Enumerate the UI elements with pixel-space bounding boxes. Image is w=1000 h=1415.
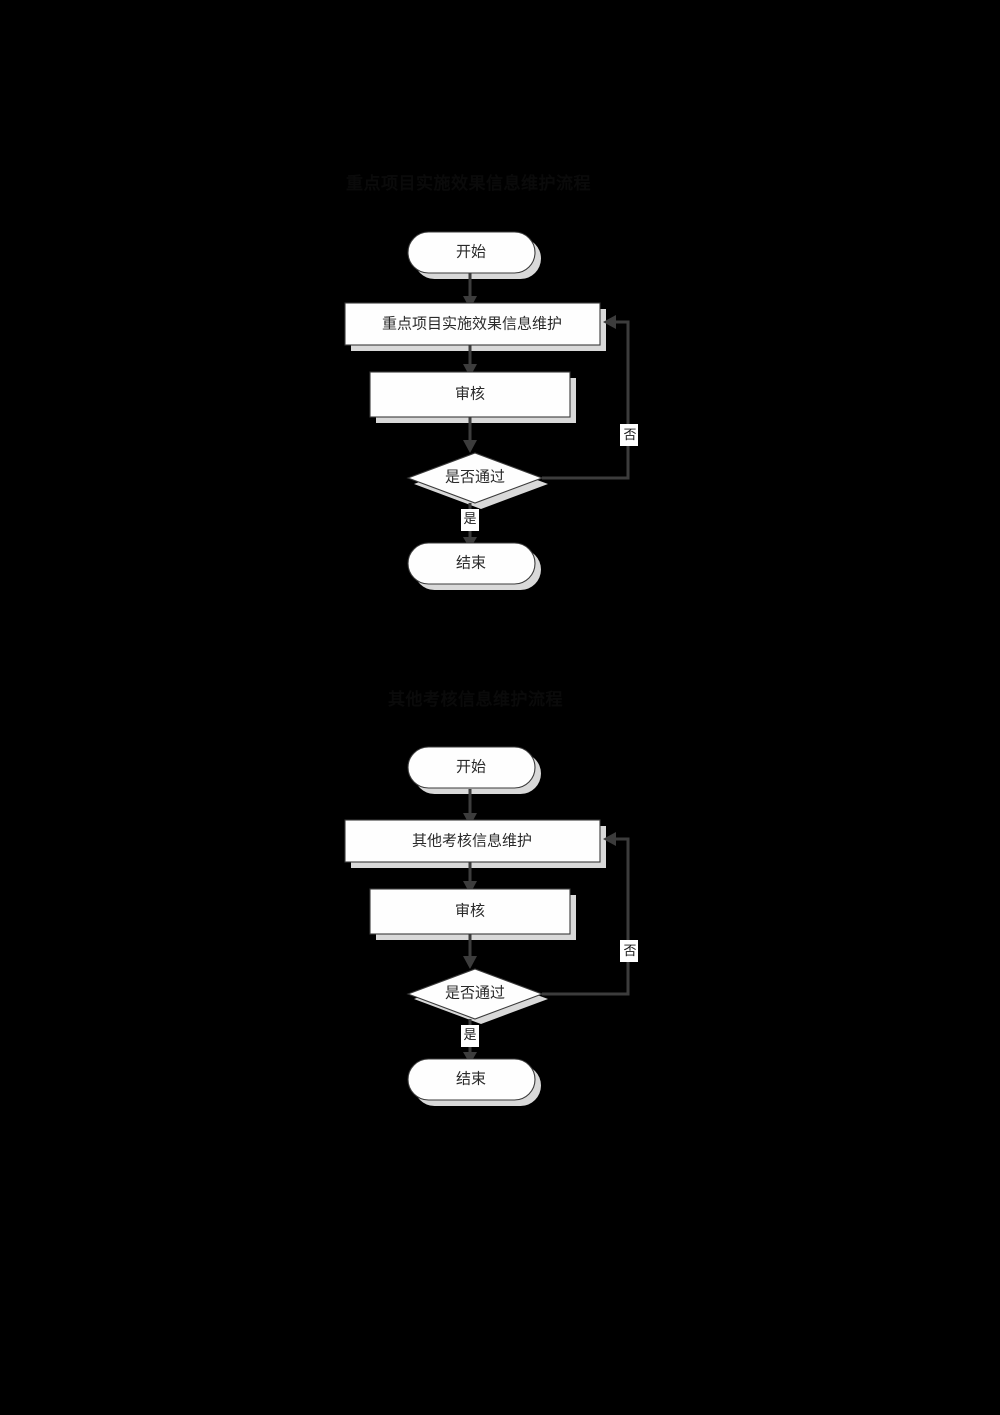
start-node-label-1: 开始	[456, 243, 486, 260]
decision-node-2[interactable]	[406, 968, 544, 1020]
review-node-1[interactable]	[369, 371, 571, 418]
process-node-label-1: 重点项目实施效果信息维护	[382, 315, 562, 332]
no-label-backdrop-1	[620, 424, 638, 446]
edge-label-no-1: 否	[623, 427, 636, 442]
no-label-backdrop-2	[620, 940, 638, 962]
process-node-1[interactable]	[344, 302, 601, 346]
arrowhead-no-loop-2	[603, 832, 616, 846]
end-node-label-1: 结束	[456, 554, 486, 571]
arrowhead-no-loop-1	[603, 315, 616, 329]
arrowhead-process-to-review-1	[463, 364, 477, 377]
connector-decision-no-loop-1	[542, 320, 630, 480]
decision-node-label-1: 是否通过	[445, 468, 505, 485]
review-node-label-2: 审核	[455, 902, 485, 919]
edge-label-yes-2: 是	[463, 1027, 476, 1042]
end-node-label-2: 结束	[456, 1070, 486, 1087]
flowchart-2-canvas: 否 是 开始 其他考核信息维护 审核 是否通过 结束	[0, 640, 1000, 1160]
arrowhead-review-to-decision-2	[463, 956, 477, 969]
review-node-2[interactable]	[369, 888, 571, 935]
connector-decision-no-loop-2	[542, 837, 630, 996]
start-node-1[interactable]	[407, 231, 536, 274]
process-node-2[interactable]	[344, 819, 601, 863]
flowchart-section-1: 重点项目实施效果信息维护流程	[0, 0, 1000, 640]
edge-label-no-2: 否	[623, 943, 636, 958]
flowchart-section-2: 其他考核信息维护流程	[0, 640, 1000, 1160]
arrowhead-process-to-review-2	[463, 881, 477, 894]
flowchart-2-title: 其他考核信息维护流程	[388, 690, 563, 709]
end-node-2[interactable]	[407, 1058, 536, 1101]
arrowhead-review-to-decision-1	[463, 440, 477, 453]
start-node-label-2: 开始	[456, 758, 486, 775]
flowchart-1-canvas: 否 是 开始 重点项目实施效果信息维护 审核 是否通过 结束	[0, 0, 1000, 640]
decision-node-1[interactable]	[406, 452, 544, 504]
process-node-label-2: 其他考核信息维护	[412, 832, 532, 849]
yes-label-backdrop-2	[461, 1025, 479, 1047]
decision-node-label-2: 是否通过	[445, 984, 505, 1001]
end-node-1[interactable]	[407, 542, 536, 585]
review-node-label-1: 审核	[455, 385, 485, 402]
arrowhead-yes-2	[463, 1052, 477, 1064]
edge-label-yes-1: 是	[463, 511, 476, 526]
yes-label-backdrop-1	[461, 509, 479, 531]
flowchart-1-title: 重点项目实施效果信息维护流程	[346, 174, 591, 193]
start-node-2[interactable]	[407, 746, 536, 789]
